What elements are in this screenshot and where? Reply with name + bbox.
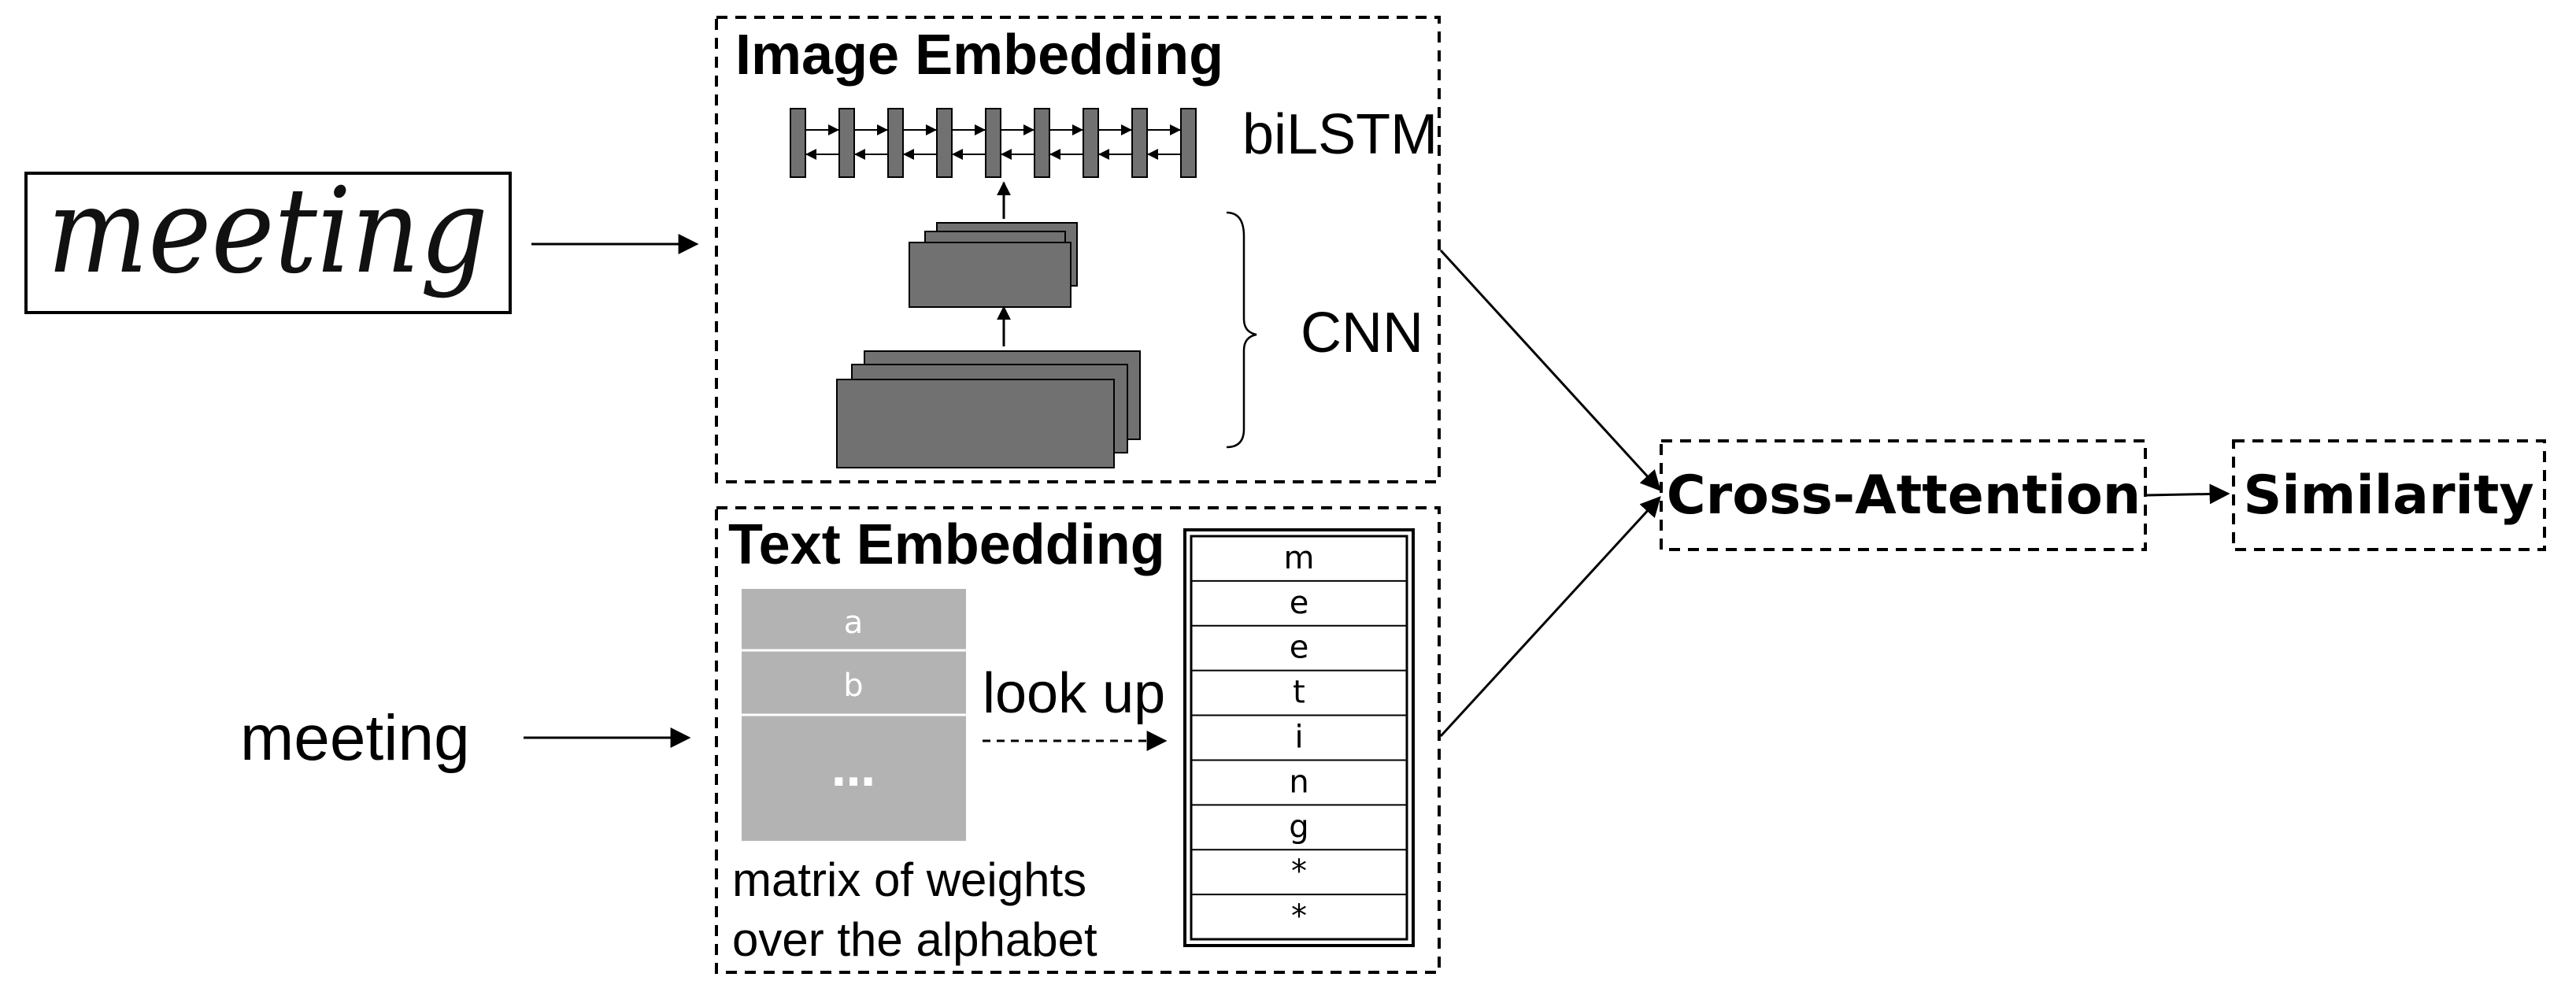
bilstm-forward-arrow [828, 124, 839, 135]
bilstm-cell [1180, 108, 1197, 178]
text-embedding-border [715, 506, 1441, 974]
bilstm-backward-arrow [952, 149, 963, 160]
sequence-character: * [1291, 853, 1307, 890]
bilstm-backward-arrow [805, 149, 816, 160]
bilstm-cell [936, 108, 953, 178]
bilstm-backward-arrow [1001, 149, 1012, 160]
sequence-rows: meeting** [1191, 540, 1407, 935]
sequence-character: * [1291, 898, 1307, 935]
lookup-label: look up [983, 662, 1165, 725]
cnn-upper-map-1 [909, 242, 1071, 308]
sequence-character: n [1289, 764, 1308, 800]
handwritten-word-image: meeting [24, 163, 512, 314]
bilstm-forward-arrow [926, 124, 937, 135]
text-embedding-title: Text Embedding [728, 513, 1165, 576]
matrix-caption-line-2: over the alphabet [732, 913, 1097, 966]
cnn-brace [1226, 211, 1257, 449]
image-embedding-to-cross-attention-arrow [1439, 249, 1661, 491]
bilstm-cell [1083, 108, 1099, 178]
bilstm-cell [887, 108, 904, 178]
sequence-character: e [1290, 585, 1309, 621]
cnn-lower-feature-stack [836, 350, 1141, 468]
text-embedding-to-cross-attention-arrow [1439, 496, 1661, 738]
cross-attention-box: Cross-Attention [1660, 439, 2147, 551]
bilstm-backward-arrow [1098, 149, 1109, 160]
cnn-label: CNN [1301, 302, 1423, 365]
bilstm-backward-arrow [854, 149, 865, 160]
sequence-character: i [1294, 720, 1303, 756]
input-text-word: meeting [240, 702, 470, 774]
sequence-character: m [1284, 540, 1315, 576]
sequence-character: e [1290, 630, 1309, 666]
alphabet-row-ellipsis: … [831, 746, 875, 797]
sequence-table-outer-border [1183, 528, 1415, 947]
bilstm-cell [838, 108, 855, 178]
cross-attention-border [1660, 439, 2147, 551]
bilstm-forward-arrow [1121, 124, 1132, 135]
bilstm-cell [985, 108, 1001, 178]
sequence-character: g [1289, 809, 1308, 845]
image-embedding-border [715, 16, 1441, 483]
alphabet-weight-matrix: a b … [742, 589, 966, 841]
bilstm-backward-arrow [903, 149, 914, 160]
character-sequence-table: meeting** [1183, 528, 1415, 947]
bilstm-cell [790, 108, 806, 178]
image-embedding-box: Image Embedding biLSTM CNN [715, 16, 1441, 483]
bilstm-forward-arrow [1170, 124, 1181, 135]
cross-attention-to-similarity-arrow [2146, 483, 2230, 505]
similarity-label: Similarity [2243, 465, 2533, 527]
sequence-table-inner-border [1190, 535, 1408, 941]
bilstm-cell [1131, 108, 1148, 178]
handwritten-word: meeting [47, 163, 488, 300]
similarity-border [2232, 439, 2546, 551]
cross-attention-label: Cross-Attention [1667, 465, 2141, 527]
image-embedding-title: Image Embedding [735, 24, 1223, 87]
matrix-caption-line-1: matrix of weights [732, 853, 1086, 906]
alphabet-row-a: a [844, 605, 864, 641]
alphabet-row-b: b [843, 668, 863, 704]
cnn-upper-feature-stack [909, 222, 1078, 308]
bilstm-label: biLSTM [1242, 103, 1438, 166]
bilstm-forward-arrow [1023, 124, 1034, 135]
bilstm-block [790, 108, 1197, 178]
bilstm-backward-arrow [1049, 149, 1060, 160]
bilstm-forward-arrow [975, 124, 986, 135]
sequence-character: t [1293, 675, 1305, 711]
bilstm-backward-arrow [1147, 149, 1158, 160]
bilstm-forward-arrow [877, 124, 888, 135]
handwritten-image-frame [24, 172, 512, 314]
similarity-box: Similarity [2232, 439, 2546, 551]
bilstm-forward-arrow [1072, 124, 1083, 135]
cnn-lower-map-1 [836, 379, 1115, 468]
text-embedding-box: Text Embedding a b … look up matrix of w… [715, 506, 1441, 974]
bilstm-cell [1034, 108, 1050, 178]
bilstm-cells [790, 108, 1197, 178]
